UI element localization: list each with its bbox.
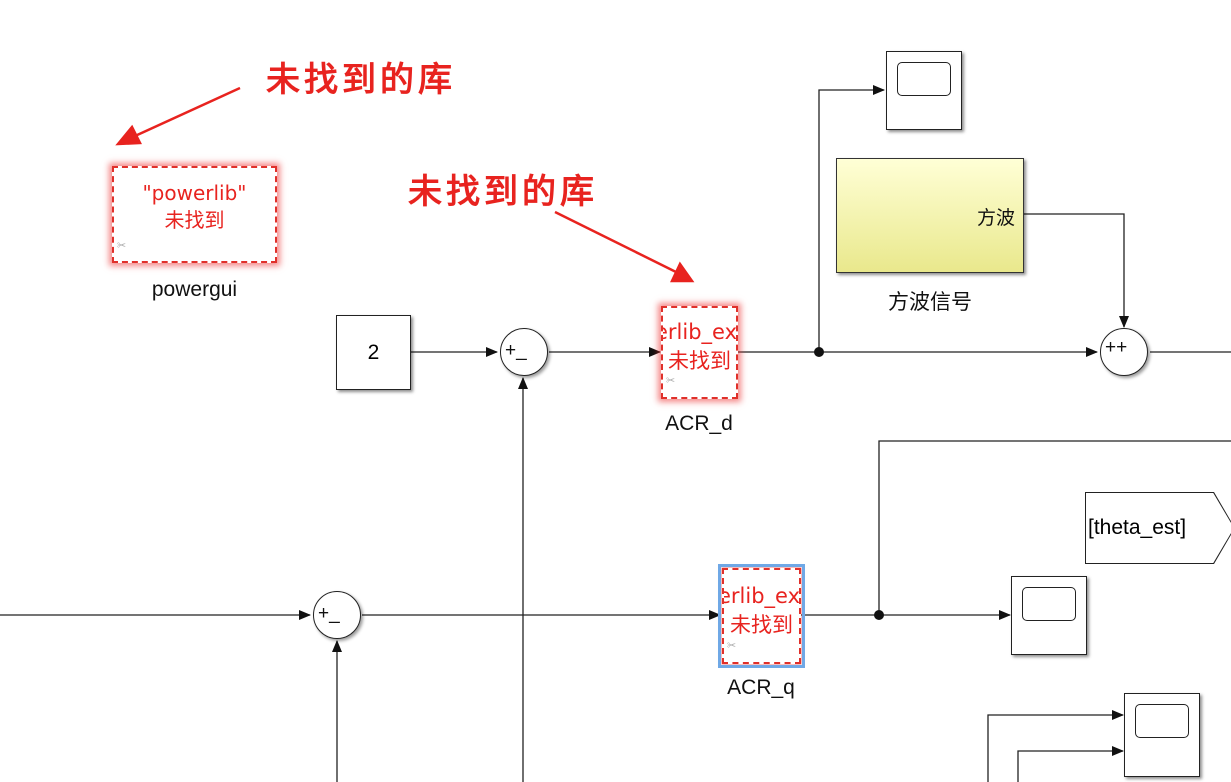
broken-link-icon: ✂ xyxy=(727,639,737,652)
constant-block[interactable]: 2 xyxy=(336,315,411,390)
powergui-block[interactable]: "powerlib" 未找到 ✂ xyxy=(112,166,277,263)
sum-signs: +_ xyxy=(318,603,340,624)
powergui-label[interactable]: powergui xyxy=(151,278,238,301)
line-squarewave-to-sum[interactable] xyxy=(1022,213,1129,328)
scope-display-icon xyxy=(897,62,951,96)
sum-signs: +_ xyxy=(505,340,527,361)
annotation-arrow xyxy=(554,210,677,274)
annotation-arrowhead xyxy=(670,261,695,283)
line-scope-bottom-in2[interactable] xyxy=(1017,746,1124,782)
line-branch-up[interactable] xyxy=(878,440,1231,615)
broken-link-icon: ✂ xyxy=(117,239,127,252)
scope-block-bottom[interactable] xyxy=(1124,693,1200,777)
block-not-found-text: 未找到 xyxy=(668,349,731,373)
block-library-name: "powerlib" xyxy=(142,181,247,205)
scope-display-icon xyxy=(1135,704,1189,738)
broken-link-icon: ✂ xyxy=(666,374,676,387)
goto-tag: [theta_est] xyxy=(1088,516,1187,539)
acr-q-block[interactable]: erlib_ex 未找到 ✂ xyxy=(718,564,805,668)
annotation-missing-library: 未找到的库 xyxy=(266,60,456,100)
square-wave-port-label: 方波 xyxy=(976,207,1015,229)
block-not-found-text: 未找到 xyxy=(164,208,225,232)
square-wave-block[interactable]: 方波 xyxy=(836,158,1024,273)
block-not-found-text: 未找到 xyxy=(730,613,793,637)
scope-block-middle[interactable] xyxy=(1011,576,1087,655)
acr-d-label[interactable]: ACR_d xyxy=(665,412,733,435)
block-library-name: erlib_ex xyxy=(661,320,738,344)
block-library-name: erlib_ex xyxy=(722,584,801,608)
acr-d-block[interactable]: erlib_ex 未找到 ✂ xyxy=(661,306,738,399)
sum-block-right[interactable]: ++ xyxy=(1100,328,1148,376)
line-branch-to-scope-top[interactable] xyxy=(818,85,885,352)
sum-block-bottom[interactable]: +_ xyxy=(313,591,361,639)
branch-point xyxy=(814,347,824,357)
annotation-arrow xyxy=(134,86,241,138)
sum-block-top[interactable]: +_ xyxy=(500,328,548,376)
line-scope-bottom-in1[interactable] xyxy=(987,710,1124,782)
goto-block[interactable]: [theta_est] xyxy=(1085,492,1231,564)
goto-block-fill: [theta_est] xyxy=(1086,493,1231,563)
sum-signs: ++ xyxy=(1105,337,1128,358)
annotation-missing-library: 未找到的库 xyxy=(408,172,598,212)
scope-block-top[interactable] xyxy=(886,51,962,130)
annotation-arrowhead xyxy=(115,124,142,146)
acr-q-label[interactable]: ACR_q xyxy=(727,676,795,699)
constant-value: 2 xyxy=(367,340,380,364)
scope-display-icon xyxy=(1022,587,1076,621)
branch-point xyxy=(874,610,884,620)
square-wave-label[interactable]: 方波信号 xyxy=(888,291,972,314)
